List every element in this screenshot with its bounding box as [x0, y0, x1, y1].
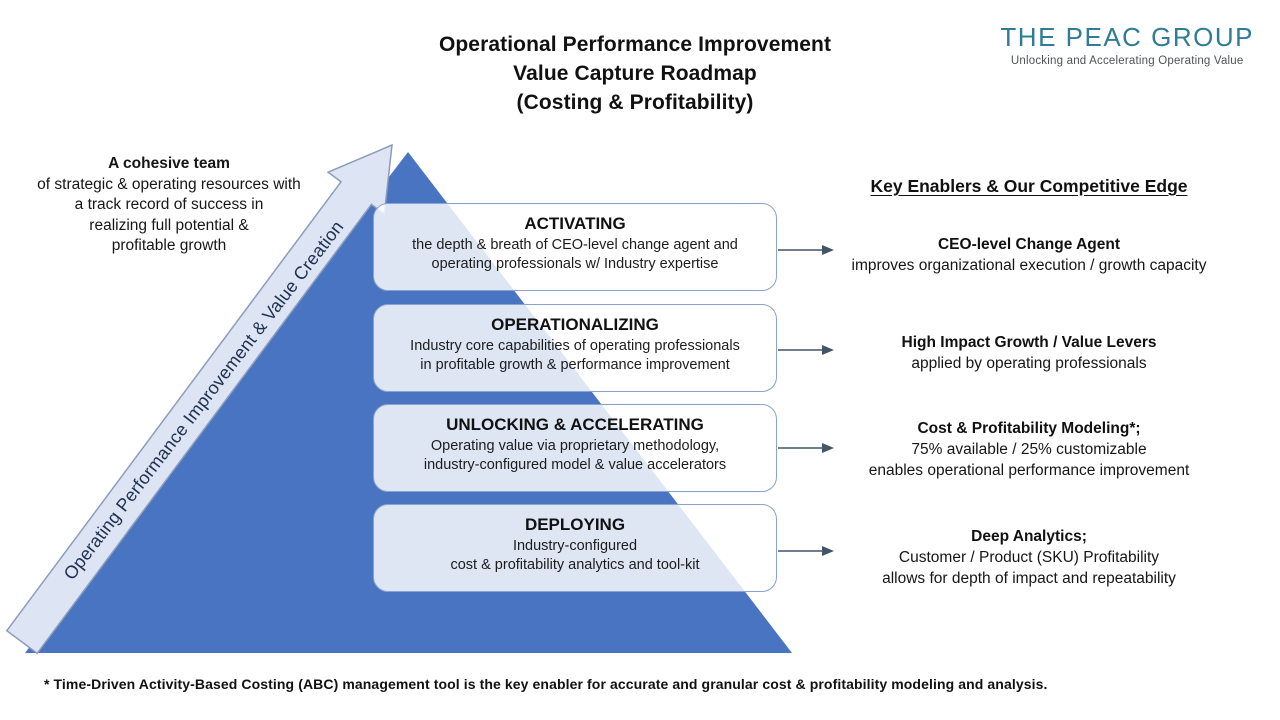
- stage-line: Operating value via proprietary methodol…: [430, 438, 720, 454]
- connector-arrow-activating: [778, 245, 834, 255]
- enabler-ceo-change-agent: CEO-level Change Agent improves organiza…: [830, 234, 1228, 276]
- cohesive-team-note: A cohesive team of strategic & operating…: [18, 154, 320, 257]
- company-logo-tagline: Unlocking and Accelerating Operating Val…: [1010, 55, 1244, 67]
- company-logo-name: THE PEAC GROUP: [1000, 22, 1254, 52]
- cohesive-team-line: of strategic & operating resources with: [37, 175, 301, 193]
- cohesive-team-line: profitable growth: [111, 237, 227, 254]
- growth-arrow: [5, 143, 393, 655]
- stage-title: UNLOCKING & ACCELERATING: [446, 415, 704, 434]
- enabler-deep-analytics: Deep Analytics; Customer / Product (SKU)…: [830, 526, 1228, 589]
- cohesive-team-line: realizing full potential &: [89, 216, 249, 234]
- stage-title: OPERATIONALIZING: [491, 315, 659, 334]
- connector-arrow-deploying: [778, 546, 834, 556]
- enabler-line: allows for depth of impact and repeatabi…: [882, 570, 1176, 587]
- stage-box-unlocking-accelerating: UNLOCKING & ACCELERATING Operating value…: [373, 404, 777, 492]
- slide-title-line2: Value Capture Roadmap: [513, 62, 757, 85]
- enabler-line: improves organizational execution / grow…: [851, 257, 1207, 274]
- stage-line: Industry-configured: [512, 538, 638, 554]
- enabler-growth-value-levers: High Impact Growth / Value Levers applie…: [830, 332, 1228, 374]
- stage-line: the depth & breath of CEO-level change a…: [412, 237, 738, 253]
- enabler-title: High Impact Growth / Value Levers: [901, 334, 1157, 351]
- stage-title: DEPLOYING: [524, 515, 626, 534]
- company-logo: THE PEAC GROUP Unlocking and Acceleratin…: [1000, 22, 1254, 67]
- stage-line: in profitable growth & performance impro…: [420, 357, 730, 373]
- enabler-line: Customer / Product (SKU) Profitability: [898, 549, 1160, 566]
- stage-box-operationalizing: OPERATIONALIZING Industry core capabilit…: [373, 304, 777, 392]
- enabler-title: CEO-level Change Agent: [937, 236, 1120, 253]
- enabler-cost-profitability-modeling: Cost & Profitability Modeling*; 75% avai…: [830, 418, 1228, 481]
- cohesive-team-line: a track record of success in: [74, 196, 264, 213]
- connector-arrow-operationalizing: [778, 345, 834, 355]
- stage-line: operating professionals w/ Industry expe…: [431, 256, 719, 272]
- cohesive-team-heading: A cohesive team: [108, 155, 230, 172]
- enabler-line: 75% available / 25% customizable: [911, 441, 1147, 458]
- stage-line: industry-configured model & value accele…: [423, 457, 727, 473]
- enabler-title: Deep Analytics;: [971, 528, 1087, 545]
- enabler-title: Cost & Profitability Modeling*;: [917, 420, 1141, 437]
- enabler-line: applied by operating professionals: [911, 355, 1147, 372]
- enabler-line: enables operational performance improvem…: [868, 462, 1190, 479]
- stage-line: cost & profitability analytics and tool-…: [450, 557, 700, 573]
- slide-title-line3: (Costing & Profitability): [516, 91, 754, 114]
- stage-box-activating: ACTIVATING the depth & breath of CEO-lev…: [373, 203, 777, 291]
- slide-title-line1: Operational Performance Improvement: [438, 33, 832, 56]
- connector-arrow-unlocking: [778, 443, 834, 453]
- footnote: * Time-Driven Activity-Based Costing (AB…: [44, 676, 1048, 692]
- stage-box-deploying: DEPLOYING Industry-configured cost & pro…: [373, 504, 777, 592]
- enablers-heading: Key Enablers & Our Competitive Edge: [870, 176, 1188, 196]
- stage-title: ACTIVATING: [524, 214, 626, 233]
- stage-line: Industry core capabilities of operating …: [410, 338, 740, 354]
- slide-title: Operational Performance Improvement Valu…: [375, 30, 895, 117]
